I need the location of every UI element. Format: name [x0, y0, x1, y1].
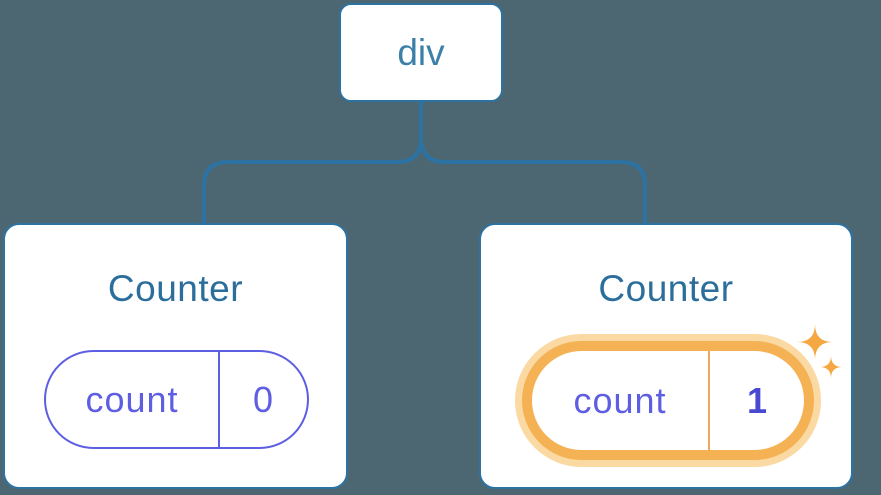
state-name-cell: count — [46, 352, 220, 447]
connector-left-branch — [202, 102, 423, 223]
state-pill: count 0 — [44, 350, 309, 449]
state-name-label: count — [85, 378, 179, 420]
state-pill-highlighted: count 1 — [522, 341, 814, 460]
counter-card-left: Counter count 0 — [3, 223, 348, 489]
connector-right-branch — [419, 102, 647, 223]
state-value-cell: 1 — [710, 351, 804, 450]
state-name-cell: count — [532, 351, 710, 450]
state-value-label: 0 — [252, 378, 275, 420]
card-title: Counter — [598, 268, 734, 309]
state-value-label: 1 — [746, 379, 768, 421]
root-node-div: div — [339, 3, 503, 102]
counter-card-right: Counter count 1 — [479, 223, 853, 489]
card-title: Counter — [107, 268, 244, 309]
root-node-label: div — [397, 31, 445, 73]
state-name-label: count — [573, 379, 667, 421]
state-value-cell: 0 — [220, 352, 307, 447]
